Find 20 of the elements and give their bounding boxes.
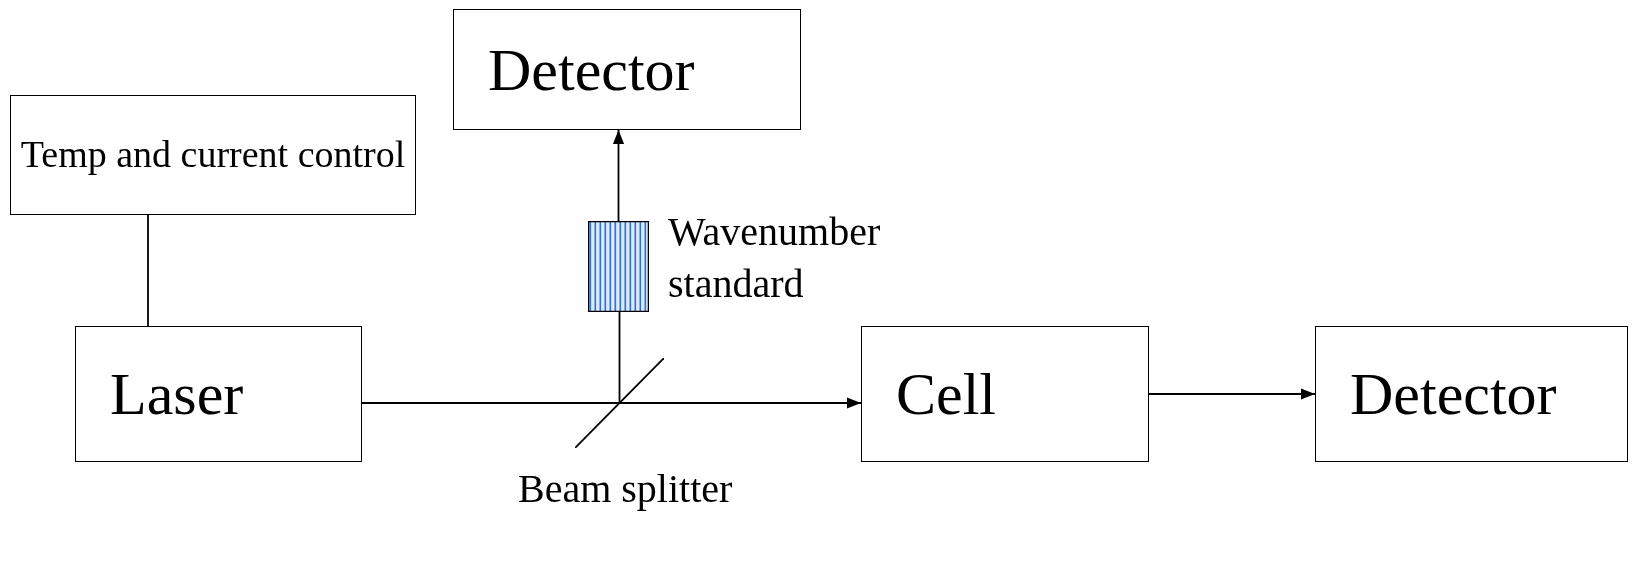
arrow: [612, 129, 625, 222]
box-label: Detector: [488, 35, 695, 105]
process-box: [1315, 326, 1628, 462]
box-label: Detector: [1350, 360, 1557, 429]
component-label: Wavenumber standard: [668, 208, 882, 308]
box-label: Cell: [896, 360, 996, 429]
process-box: [10, 95, 416, 215]
connector-line: [147, 214, 149, 327]
box-label: Laser: [110, 360, 244, 429]
process-box: [75, 326, 362, 462]
process-box: [453, 9, 801, 130]
box-label: Temp and current control: [20, 132, 406, 178]
arrow: [618, 397, 862, 409]
arrow: [1148, 388, 1316, 400]
process-box: [861, 326, 1149, 462]
wavenumber-standard-cell: [588, 221, 649, 312]
beam-splitter-line: [575, 358, 664, 448]
connector-line: [361, 402, 621, 404]
connector-line: [618, 311, 621, 404]
component-label: Beam splitter: [518, 465, 734, 513]
